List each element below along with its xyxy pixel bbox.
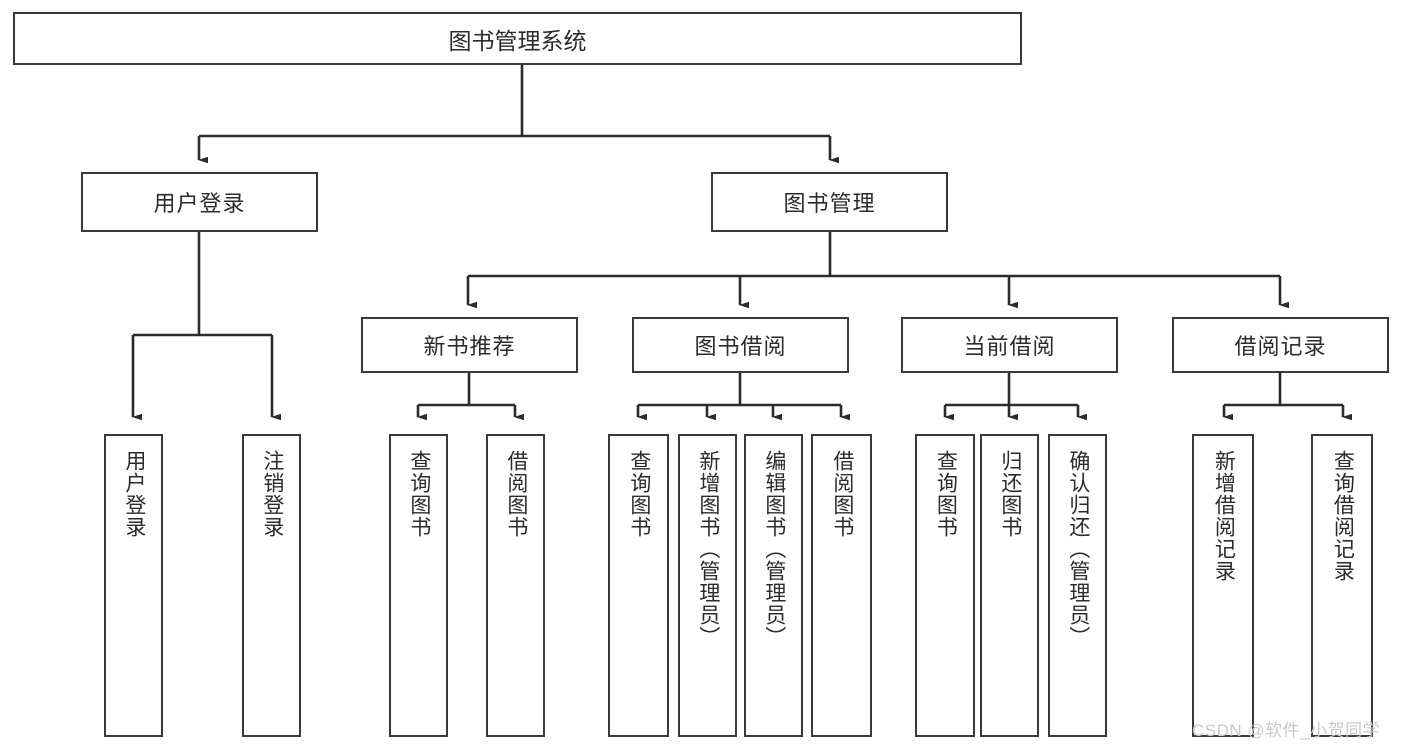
- node-label: 借阅图书: [830, 450, 854, 538]
- node-label: 新增图书（管理员）: [696, 450, 720, 648]
- node-book-borrow[interactable]: 图书借阅: [632, 317, 849, 373]
- node-leaf-query-book-1[interactable]: 查询图书: [389, 434, 448, 737]
- node-leaf-return-book[interactable]: 归还图书: [980, 434, 1039, 737]
- node-leaf-borrow-book-2[interactable]: 借阅图书: [811, 434, 872, 737]
- node-label: 确认归还（管理员）: [1066, 450, 1090, 648]
- node-leaf-user-login[interactable]: 用户登录: [104, 434, 163, 737]
- node-label: 图书借阅: [694, 334, 787, 359]
- csdn-watermark: CSDN @软件_小贺同学: [1192, 721, 1381, 740]
- node-new-book-recommend[interactable]: 新书推荐: [361, 317, 578, 373]
- node-leaf-query-borrow-record[interactable]: 查询借阅记录: [1311, 434, 1373, 737]
- node-label: 图书管理: [783, 191, 876, 216]
- node-label: 用户登录: [122, 450, 146, 538]
- node-label: 用户登录: [153, 191, 246, 216]
- node-label: 查询借阅记录: [1331, 450, 1355, 582]
- node-label: 借阅记录: [1234, 334, 1327, 359]
- node-label: 查询图书: [407, 450, 431, 538]
- node-label: 注销登录: [260, 450, 284, 538]
- node-leaf-edit-book-admin[interactable]: 编辑图书（管理员）: [744, 434, 803, 737]
- node-leaf-query-book-3[interactable]: 查询图书: [915, 434, 975, 737]
- node-leaf-add-book-admin[interactable]: 新增图书（管理员）: [678, 434, 737, 737]
- node-label: 查询图书: [934, 450, 958, 538]
- node-label: 查询图书: [627, 450, 651, 538]
- node-label: 借阅图书: [504, 450, 528, 538]
- node-label: 归还图书: [998, 450, 1022, 538]
- node-leaf-logout-login[interactable]: 注销登录: [242, 434, 301, 737]
- node-book-manage[interactable]: 图书管理: [711, 172, 948, 232]
- node-root-system[interactable]: 图书管理系统: [13, 12, 1022, 65]
- node-label: 新增借阅记录: [1212, 450, 1236, 582]
- node-leaf-borrow-book-1[interactable]: 借阅图书: [486, 434, 545, 737]
- node-label: 编辑图书（管理员）: [762, 450, 786, 648]
- node-label: 当前借阅: [963, 334, 1056, 359]
- node-label: 新书推荐: [423, 334, 516, 359]
- node-current-borrow[interactable]: 当前借阅: [901, 317, 1118, 373]
- node-user-login[interactable]: 用户登录: [81, 172, 318, 232]
- node-label: 图书管理系统: [448, 27, 587, 54]
- node-leaf-add-borrow-record[interactable]: 新增借阅记录: [1192, 434, 1254, 737]
- node-leaf-query-book-2[interactable]: 查询图书: [608, 434, 669, 737]
- node-borrow-record[interactable]: 借阅记录: [1172, 317, 1389, 373]
- node-leaf-confirm-return-admin[interactable]: 确认归还（管理员）: [1048, 434, 1107, 737]
